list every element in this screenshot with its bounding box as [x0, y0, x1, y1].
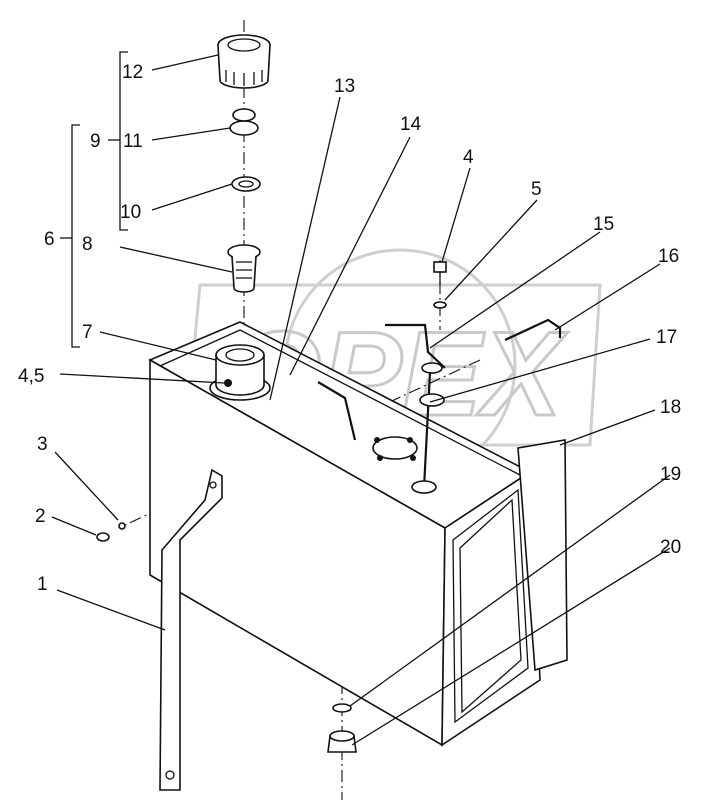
drain-plug-top [329, 730, 355, 742]
label-15: 15 [593, 214, 614, 235]
fuel-tank [148, 321, 541, 747]
label-12: 12 [122, 62, 143, 83]
strap-hole [209, 481, 217, 489]
label-19: 19 [660, 464, 681, 485]
tank-side-panel-inner [459, 498, 522, 714]
label-10: 10 [120, 202, 141, 223]
sender-flange [372, 436, 418, 460]
pipe-16 [504, 318, 562, 341]
label-4: 4 [463, 147, 474, 168]
gasket-hole [238, 180, 254, 188]
vent-tube [317, 381, 357, 441]
bolt-4 [433, 261, 447, 285]
washer-19 [332, 703, 352, 713]
pad-18 [517, 439, 568, 672]
label-5: 5 [531, 179, 542, 200]
label-4-5: 4,5 [18, 366, 44, 387]
flange-bolt [377, 455, 383, 461]
part-labels: 12 9 11 10 6 8 7 4,5 13 14 4 5 15 16 17 … [18, 62, 681, 595]
strainer [227, 244, 261, 293]
washer-3 [118, 522, 126, 530]
label-14: 14 [400, 114, 422, 135]
filler-neck [209, 344, 271, 401]
label-6: 6 [44, 229, 55, 250]
label-13: 13 [334, 76, 355, 97]
label-11: 11 [123, 131, 143, 152]
flange-bolt [374, 437, 380, 443]
group-brackets [60, 51, 128, 348]
label-2: 2 [35, 506, 46, 527]
bracket-base [421, 362, 443, 374]
neck-screw [224, 379, 232, 387]
strap-hole [165, 770, 175, 780]
gasket-10 [231, 176, 261, 192]
label-1: 1 [37, 574, 48, 595]
label-8: 8 [82, 234, 93, 255]
label-3: 3 [37, 434, 48, 455]
label-20: 20 [660, 537, 681, 558]
bracket-15 [385, 323, 446, 369]
label-18: 18 [660, 397, 681, 418]
washer-5 [433, 301, 447, 309]
nut-2 [96, 532, 110, 542]
label-7: 7 [82, 322, 93, 343]
label-9: 9 [90, 131, 101, 152]
flange-bolt [407, 437, 413, 443]
clamp-17 [419, 393, 445, 407]
label-16: 16 [658, 246, 679, 267]
strap-1 [159, 468, 223, 791]
leader-lines [51, 54, 671, 746]
label-17: 17 [656, 327, 677, 348]
tank-side-panel [452, 488, 529, 724]
spring-11 [232, 108, 256, 122]
rod-17 [422, 371, 432, 489]
rod-base [411, 480, 437, 494]
flange-bolt [410, 455, 416, 461]
bracket-group-9 [119, 51, 128, 231]
filler-cap [217, 34, 271, 89]
bracket-group-6 [71, 124, 80, 348]
seal-11 [229, 120, 259, 136]
